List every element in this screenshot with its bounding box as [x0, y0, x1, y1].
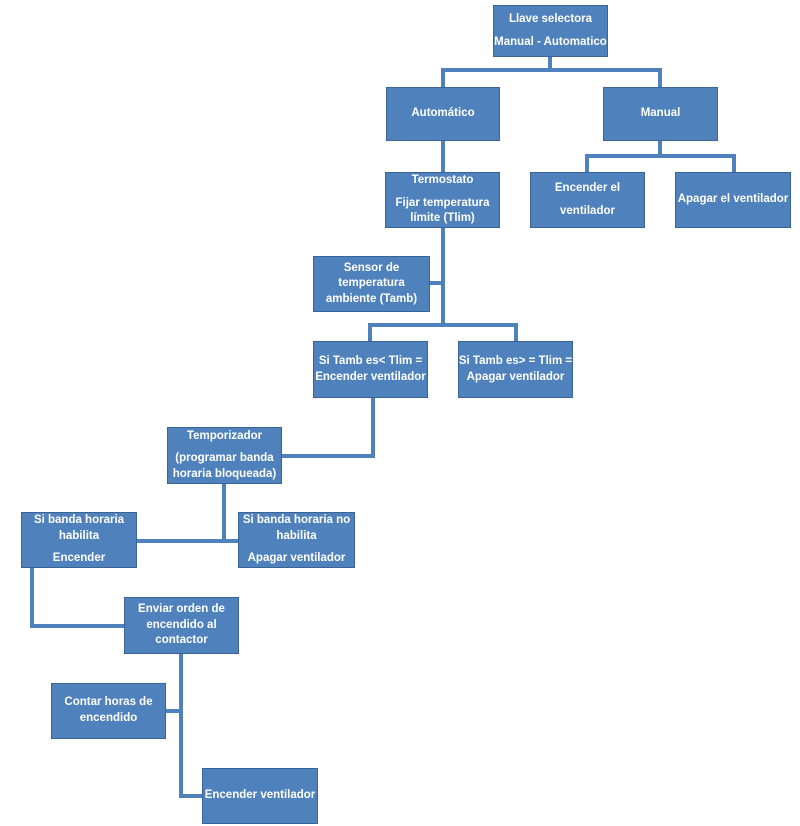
node-banda-horaria-habilita: Si banda horaria habilita Encender	[21, 512, 137, 568]
node-text: Apagar ventilador	[466, 370, 565, 383]
node-text: (programar banda	[175, 452, 274, 465]
node-manual: Manual	[603, 87, 718, 141]
node-text: Termostato	[411, 174, 474, 187]
node-text: temperatura	[338, 277, 405, 290]
node-text: Llave selectora	[508, 12, 593, 25]
connector-termostato-trunk	[428, 226, 445, 327]
connector-selector	[441, 55, 662, 89]
node-temporizador: Temporizador (programar banda horaria bl…	[167, 427, 282, 484]
connector-manual	[585, 139, 736, 174]
node-apagar-el-ventilador: Apagar el ventilador	[675, 172, 791, 228]
node-text: Apagar el ventilador	[677, 193, 789, 206]
node-tamb-menor-tlim: Si Tamb es< Tlim = Encender ventilador	[313, 341, 428, 398]
node-text: Contar horas de	[64, 696, 153, 709]
node-text: Temporizador	[186, 429, 263, 442]
node-text: ventilador	[560, 204, 615, 217]
node-text: Manual	[640, 107, 681, 120]
node-text: Enviar orden de	[138, 603, 225, 616]
node-termostato: Termostato Fijar temperatura límite (Tli…	[385, 172, 500, 228]
node-banda-horaria-no-habilita: Si banda horaria no habilita Apagar vent…	[238, 512, 355, 568]
connector-temporizador-branches	[135, 482, 240, 543]
node-text: Si Tamb es< Tlim =	[318, 354, 423, 367]
connector-conditions	[368, 323, 518, 343]
node-text: Automático	[411, 107, 475, 120]
node-text: contactor	[155, 634, 208, 647]
node-text: Sensor de	[343, 261, 400, 274]
node-text: Si banda horaria	[33, 514, 125, 527]
node-text: ambiente (Tamb)	[325, 292, 418, 305]
node-llave-selectora: Llave selectora Manual - Automatico	[493, 5, 608, 57]
node-text: Encender ventilador	[204, 789, 316, 802]
node-contar-horas: Contar horas de encendido	[51, 683, 166, 739]
node-text: habilita	[58, 529, 100, 542]
node-enviar-orden: Enviar orden de encendido al contactor	[124, 597, 239, 654]
node-text: encendido al	[146, 618, 217, 631]
connector-cond-temporizador	[280, 396, 375, 458]
node-text: horaria bloqueada)	[172, 467, 277, 480]
connector-habilita-enviar	[30, 566, 126, 628]
node-text: Si banda horaria no	[242, 514, 351, 527]
node-text: Fijar temperatura	[395, 196, 490, 209]
node-sensor-temperatura: Sensor de temperatura ambiente (Tamb)	[313, 256, 430, 312]
node-text: límite (Tlim)	[410, 212, 475, 225]
connector-enviar-trunk	[164, 652, 204, 798]
node-text: Si Tamb es> = Tlim =	[458, 354, 573, 367]
node-tamb-mayor-igual-tlim: Si Tamb es> = Tlim = Apagar ventilador	[458, 341, 573, 398]
node-encender-ventilador-final: Encender ventilador	[202, 768, 318, 824]
node-text: Manual - Automatico	[494, 35, 607, 48]
node-text: Encender	[52, 552, 106, 565]
node-automatico: Automático	[386, 87, 500, 141]
node-text: Encender el	[554, 181, 621, 194]
node-encender-el-ventilador: Encender el ventilador	[530, 172, 645, 228]
node-text: encendido	[79, 712, 138, 724]
node-text: Apagar ventilador	[247, 552, 346, 565]
node-text: Encender ventilador	[315, 370, 426, 383]
node-text: habilita	[276, 529, 317, 542]
